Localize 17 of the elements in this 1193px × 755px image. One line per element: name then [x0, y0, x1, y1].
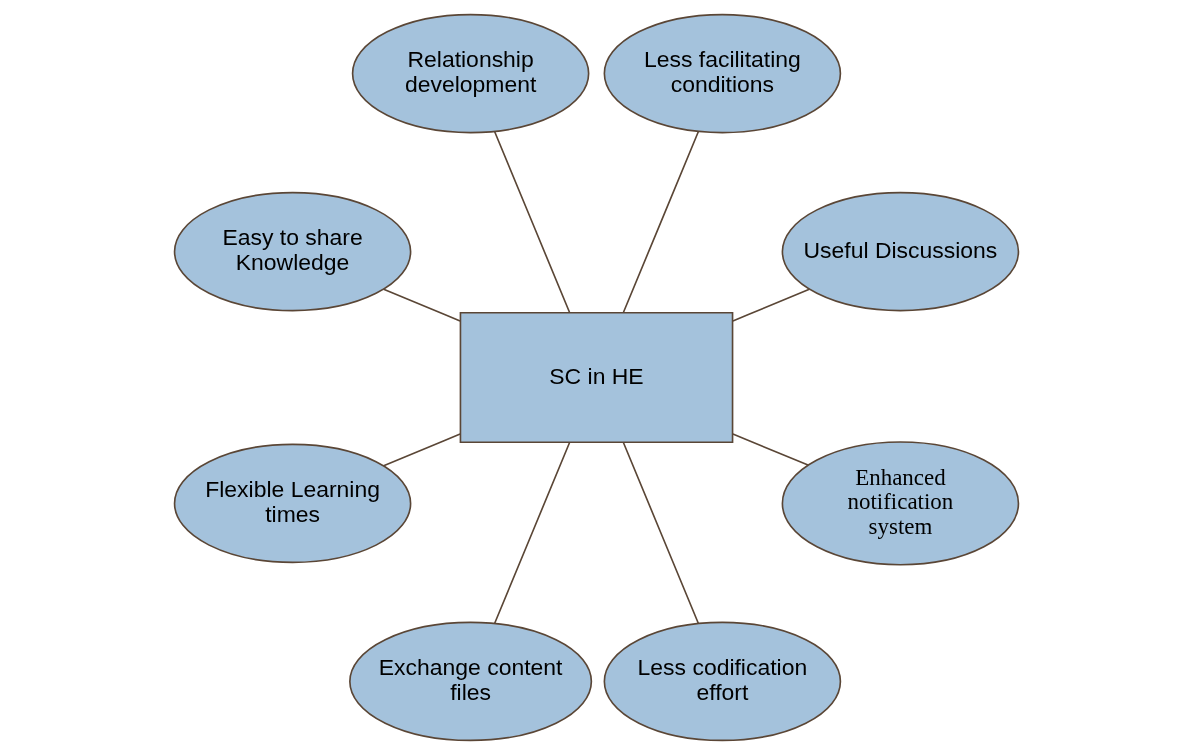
node-ellipse: Relationship development	[351, 13, 590, 134]
connector	[493, 130, 571, 314]
node-ellipse: Less codification effort	[603, 621, 842, 742]
node-ellipse: Exchange content files	[349, 621, 593, 742]
node-box: SC in HE	[459, 311, 734, 444]
node-ellipse: Flexible Learning times	[173, 443, 412, 564]
node-ellipse: Easy to share Knowledge	[173, 191, 412, 312]
connector	[622, 441, 700, 625]
connector	[493, 441, 571, 625]
node-ellipse: Enhanced notification system	[781, 441, 1020, 566]
connector	[732, 433, 809, 466]
connector	[382, 433, 461, 467]
connector	[732, 288, 811, 322]
connector	[382, 288, 461, 322]
node-ellipse: Useful Discussions	[781, 191, 1020, 312]
connector	[622, 130, 700, 314]
node-ellipse: Less facilitating conditions	[603, 13, 842, 134]
